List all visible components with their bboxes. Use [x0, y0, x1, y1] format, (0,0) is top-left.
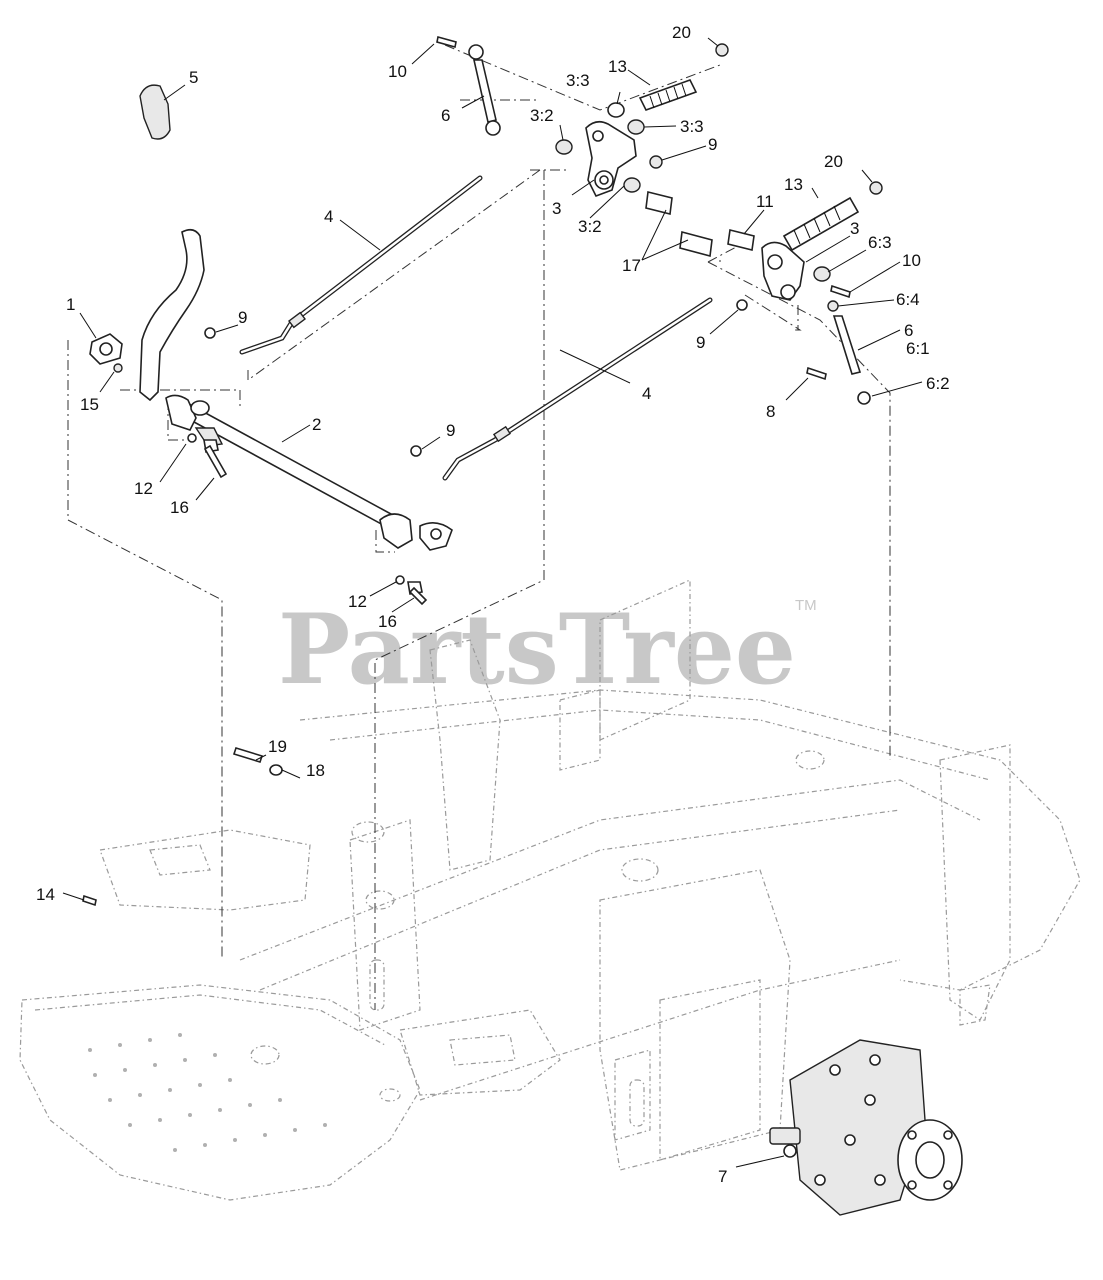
callout-4-upper: 4 — [324, 207, 333, 226]
callout-3-3-lower: 3:3 — [680, 117, 704, 136]
callout-20-upper: 20 — [672, 23, 691, 42]
callout-6-2: 6:2 — [926, 374, 950, 393]
callout-20-lower: 20 — [824, 152, 843, 171]
callout-16-left: 16 — [170, 498, 189, 517]
hydraulic-pump — [769, 1039, 963, 1216]
callout-3-2-upper: 3:2 — [530, 106, 554, 125]
callout-2: 2 — [312, 415, 321, 434]
leader-lines — [62, 37, 923, 1168]
callout-13-lower: 13 — [784, 175, 803, 194]
callout-4-lower: 4 — [642, 384, 651, 403]
callout-6-lower: 6 — [904, 321, 913, 340]
callout-17: 17 — [622, 256, 641, 275]
watermark-text: PartsTree — [278, 593, 796, 706]
nut-15 — [113, 363, 123, 373]
callout-10-lower: 10 — [902, 251, 921, 270]
callout-12-left: 12 — [134, 479, 153, 498]
callout-9-upper: 9 — [708, 135, 717, 154]
callout-19: 19 — [268, 737, 287, 756]
callout-3-3-upper: 3:3 — [566, 71, 590, 90]
callout-13-upper: 13 — [608, 57, 627, 76]
callout-12-center: 12 — [348, 592, 367, 611]
pedal-pad — [139, 84, 171, 140]
upper-bellcrank — [436, 35, 729, 215]
callout-15: 15 — [80, 395, 99, 414]
callout-3-2-lower: 3:2 — [578, 217, 602, 236]
callout-10-upper: 10 — [388, 62, 407, 81]
callout-16-center: 16 — [378, 612, 397, 631]
callout-5: 5 — [189, 68, 198, 87]
callout-7: 7 — [718, 1167, 727, 1186]
chassis-frame — [19, 579, 1081, 1201]
assembly-lines — [67, 44, 891, 1010]
callout-6-3: 6:3 — [868, 233, 892, 252]
callout-9-left: 9 — [238, 308, 247, 327]
callout-6-4: 6:4 — [896, 290, 920, 309]
watermark-trademark: TM — [795, 597, 817, 614]
callout-8: 8 — [766, 402, 775, 421]
callout-14: 14 — [36, 885, 55, 904]
callout-1: 1 — [66, 295, 75, 314]
callouts: 5 1 15 2 12 16 9 4 9 12 16 10 6 3:3 3:2 … — [36, 23, 950, 1186]
callout-6-1: 6:1 — [906, 339, 930, 358]
cross-shaft — [170, 396, 404, 534]
callout-3-upper: 3 — [552, 199, 561, 218]
callout-3-lower: 3 — [850, 219, 859, 238]
callout-9-center: 9 — [446, 421, 455, 440]
lower-bellcrank — [82, 181, 883, 907]
callout-6-upper: 6 — [441, 106, 450, 125]
callout-11: 11 — [756, 192, 774, 211]
callout-18: 18 — [306, 761, 325, 780]
callout-9-right: 9 — [696, 333, 705, 352]
lever-assembly — [89, 84, 453, 606]
